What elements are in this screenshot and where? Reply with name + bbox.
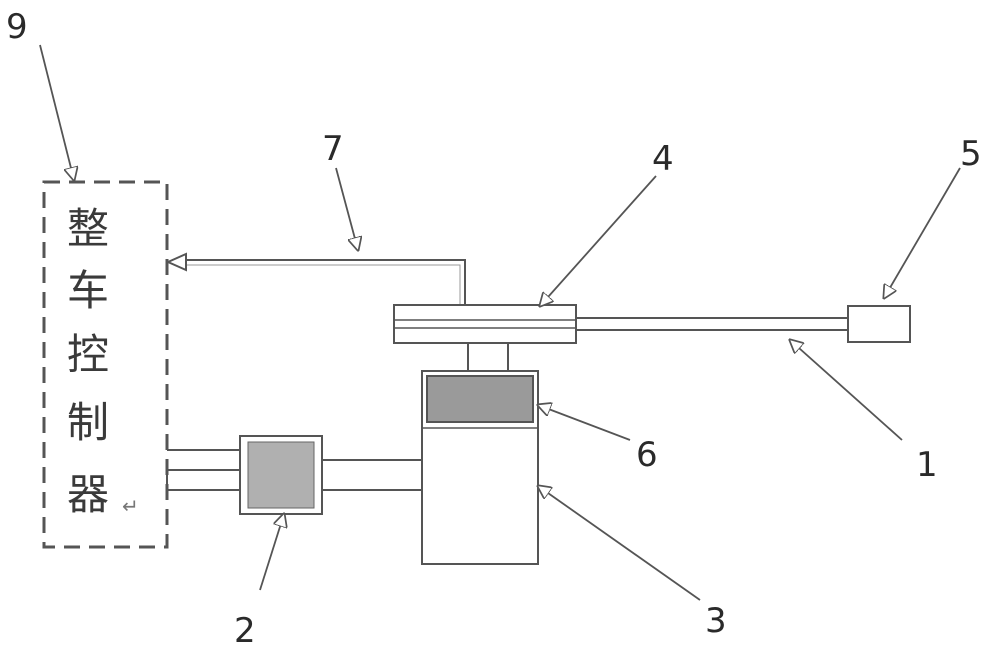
label-9: 9 xyxy=(6,7,28,47)
label-5: 5 xyxy=(960,134,982,174)
sensor-4 xyxy=(393,304,577,344)
label-7: 7 xyxy=(322,129,344,169)
label-4: 4 xyxy=(652,139,674,179)
leader-1 xyxy=(790,340,903,441)
leader-9 xyxy=(39,44,74,180)
controller-char-4: 制 xyxy=(66,398,109,447)
component-2-core xyxy=(247,441,315,509)
piston-6 xyxy=(426,375,534,423)
leader-5 xyxy=(884,167,961,298)
label-1: 1 xyxy=(916,445,938,485)
connector-neck xyxy=(467,342,509,372)
leader-2 xyxy=(259,514,284,591)
leader-7 xyxy=(335,167,358,250)
leader-6 xyxy=(538,405,631,441)
controller-char-5: 器 xyxy=(66,470,109,519)
rod-1 xyxy=(575,317,849,331)
leader-4 xyxy=(540,175,657,306)
signal-line-7 xyxy=(172,259,466,305)
signal-line-7-inner xyxy=(185,264,461,305)
signal-arrowhead xyxy=(165,252,187,272)
label-6: 6 xyxy=(636,435,658,475)
vehicle-controller-box xyxy=(42,180,169,549)
controller-char-2: 车 xyxy=(66,266,109,315)
leader-3 xyxy=(538,486,701,601)
controller-char-3: 控 xyxy=(66,330,109,379)
controller-char-1: 整 xyxy=(66,204,109,253)
return-mark: ↵ xyxy=(122,494,139,518)
label-2: 2 xyxy=(234,611,256,651)
label-3: 3 xyxy=(705,601,727,641)
component-5 xyxy=(847,305,911,343)
